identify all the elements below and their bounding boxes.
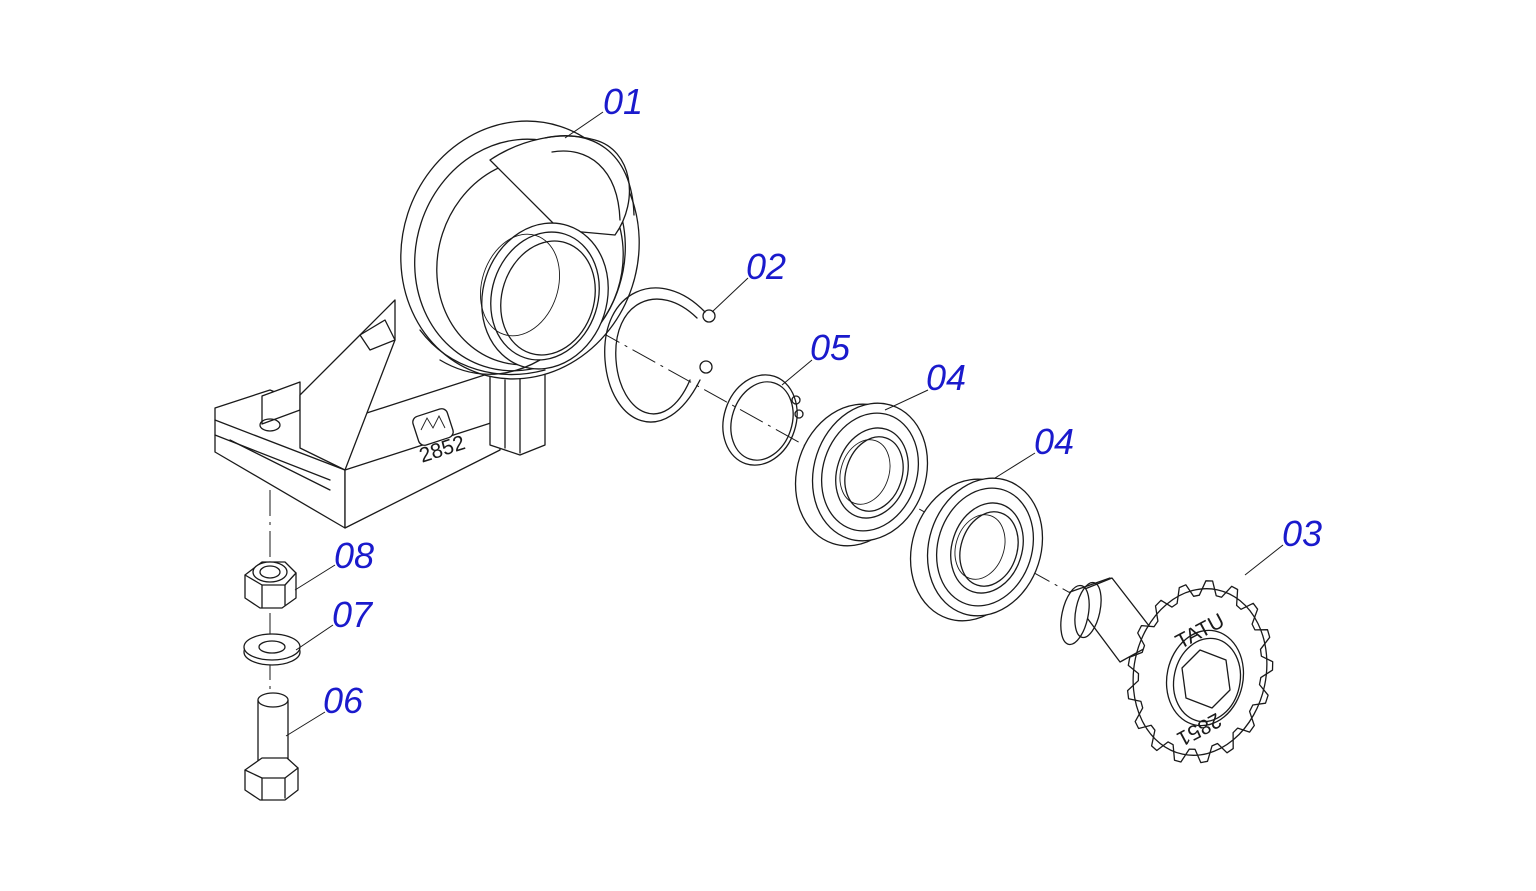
callout-04-first: 04 (926, 357, 967, 398)
callout-06: 06 (323, 680, 364, 721)
part-01-bearing-housing: 2852 (214, 120, 640, 529)
part-05-external-circlip (722, 374, 804, 466)
callout-07: 07 (332, 594, 373, 635)
callout-03: 03 (1282, 513, 1323, 554)
part-04-ball-bearing-a (794, 402, 929, 547)
part-08-hex-nut (244, 561, 297, 609)
callout-04-second: 04 (1034, 421, 1075, 462)
callout-02: 02 (746, 246, 787, 287)
part-07-washer (243, 633, 301, 666)
part-04-ball-bearing-b (909, 477, 1044, 622)
part-06-hex-bolt (244, 692, 299, 801)
part-02-internal-circlip (604, 287, 716, 423)
callout-05: 05 (810, 327, 851, 368)
callout-01: 01 (603, 81, 644, 122)
callout-08: 08 (334, 535, 375, 576)
leader-lines (285, 111, 1284, 737)
part-03-sprocket: TATU 2851 (1060, 577, 1274, 764)
